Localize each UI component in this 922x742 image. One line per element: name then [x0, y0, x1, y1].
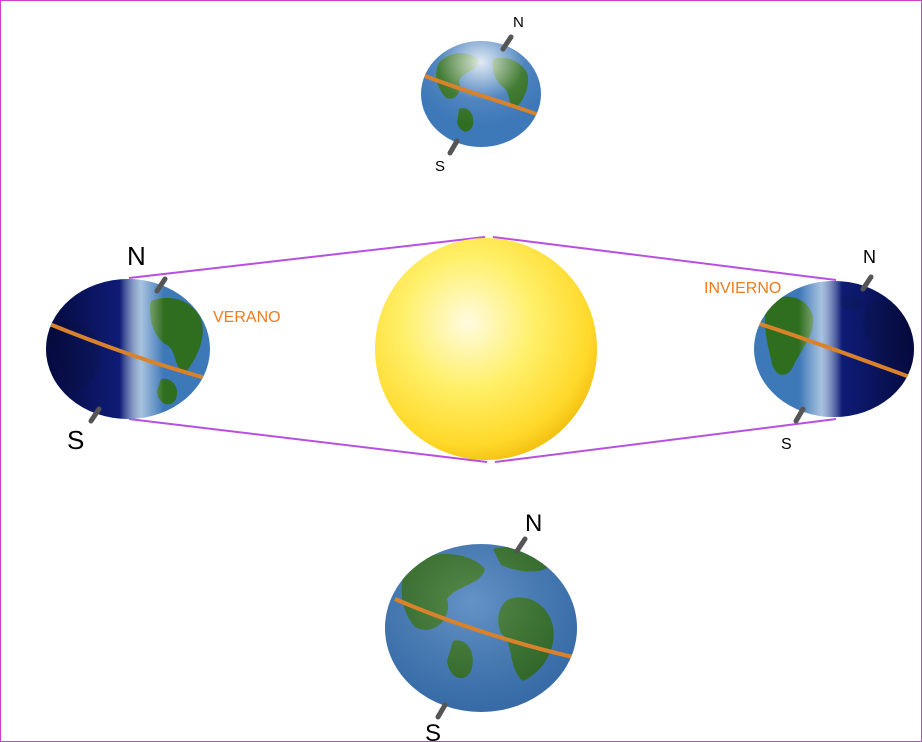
equator-line [394, 597, 574, 659]
south-label-right: S [781, 436, 792, 453]
orbit-line-bottom-right [494, 418, 837, 463]
south-label-bottom: S [425, 720, 441, 741]
equator-line [422, 73, 540, 117]
sun [375, 238, 597, 460]
orbit-lines [128, 236, 837, 463]
earth-bottom: N S [385, 510, 577, 741]
north-label-right: N [863, 247, 876, 267]
orbit-line-top-left [128, 236, 486, 279]
earth-left: N S VERANO [46, 241, 281, 455]
earth-top: N S [421, 14, 541, 175]
axis-north [500, 34, 514, 52]
south-label-top: S [435, 158, 445, 175]
north-label-top: N [513, 14, 524, 31]
earth-right: N S INVIERNO [704, 247, 914, 453]
orbit-line-bottom-left [128, 418, 488, 463]
south-label-left: S [67, 425, 84, 455]
north-label-left: N [127, 241, 146, 271]
summer-label: VERANO [213, 309, 281, 326]
winter-label: INVIERNO [704, 280, 781, 297]
axis-south [793, 406, 806, 424]
axis-north [154, 276, 168, 294]
axis-south [88, 406, 102, 424]
axis-south [447, 138, 460, 156]
equator-line [46, 321, 210, 381]
axis-north [514, 536, 528, 554]
north-label-bottom: N [525, 510, 542, 537]
axis-south [435, 702, 448, 720]
axis-north [860, 274, 874, 292]
orbit-line-top-right [492, 236, 837, 281]
equator-line [756, 321, 914, 381]
